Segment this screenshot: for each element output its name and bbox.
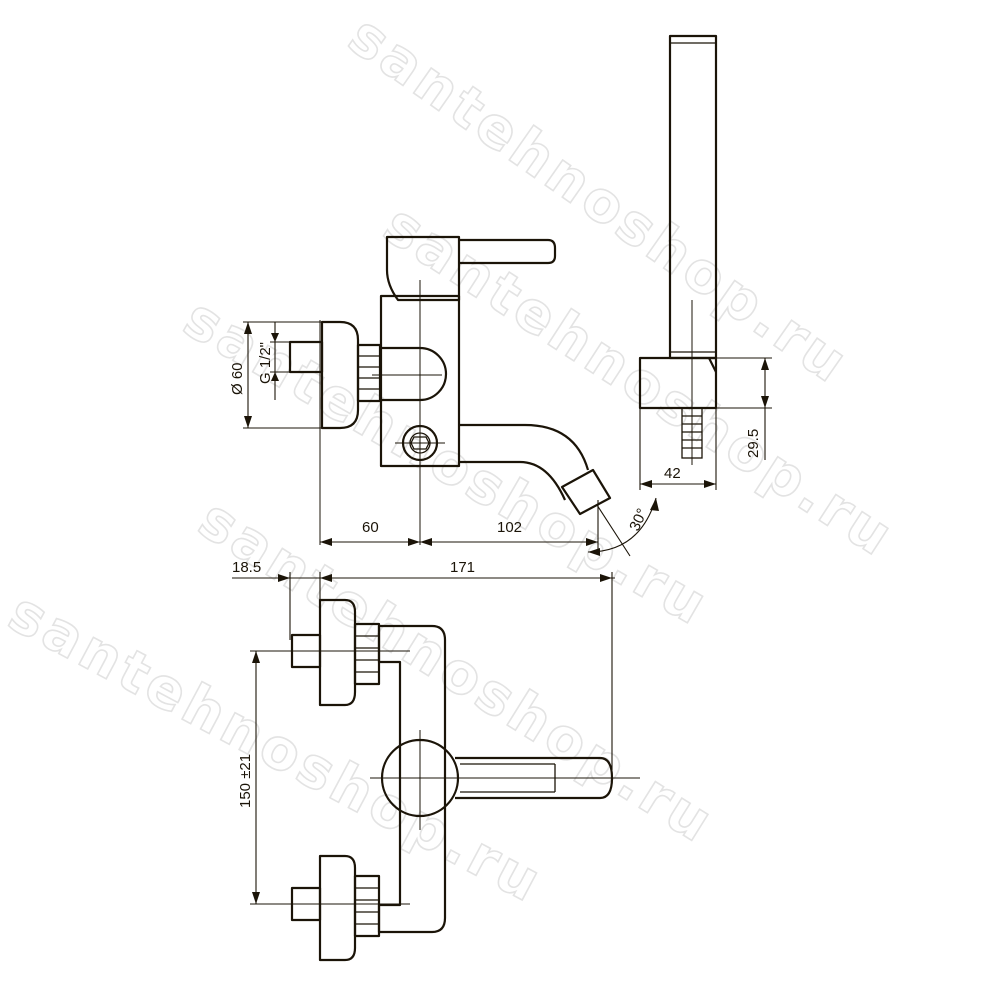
- hand-shower: 29.5 42: [638, 34, 772, 490]
- dim-42: 42: [664, 465, 681, 482]
- eccentric-pipe: [288, 340, 324, 374]
- cartridge-dome: [381, 346, 448, 402]
- dim-29-5: 29.5: [745, 429, 762, 458]
- upper-eccentric: [318, 598, 357, 707]
- spout-aerator: [560, 468, 612, 516]
- watermark-5: santehnoshop.ru: [0, 580, 554, 916]
- dim-18-5: 18.5: [232, 559, 261, 576]
- side-view: Ø 60 G 1/2" 60 102 30°: [229, 235, 659, 557]
- lower-eccentric: [318, 854, 357, 962]
- lower-nut: [353, 874, 381, 938]
- dim-thread: G 1/2": [257, 342, 274, 384]
- dim-171: 171: [450, 559, 475, 576]
- dim-diameter: Ø 60: [229, 362, 246, 395]
- dim-102: 102: [497, 519, 522, 536]
- wall-holder: [638, 356, 718, 410]
- dim-60: 60: [362, 519, 379, 536]
- eccentric-body: [320, 320, 360, 430]
- front-body: [377, 624, 447, 934]
- dim-angle: 30°: [626, 506, 651, 534]
- dim-spacing: 150 ±21: [237, 754, 254, 808]
- spout: [459, 423, 590, 501]
- watermarks: santehnoshop.ru santehnoshop.ru santehno…: [0, 2, 907, 917]
- watermark-3: santehnoshop.ru: [173, 286, 720, 640]
- front-view: 18.5 171 150 ±21: [232, 559, 640, 962]
- handle-lever: [459, 238, 557, 265]
- handle-cap: [385, 235, 461, 302]
